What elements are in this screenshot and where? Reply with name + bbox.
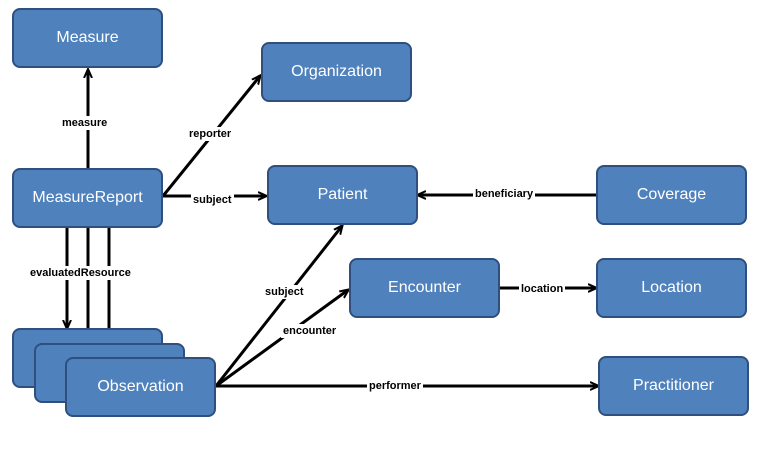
edge-label-evaluated-resource: evaluatedResource	[28, 266, 133, 280]
edge-label-beneficiary: beneficiary	[473, 187, 536, 201]
edge-label-location: location	[519, 282, 566, 296]
node-location[interactable]: Location	[596, 258, 747, 318]
edge-encounter-line	[215, 290, 348, 388]
node-organization[interactable]: Organization	[261, 42, 412, 102]
edge-label-subject-report: subject	[191, 193, 234, 207]
node-measure-report[interactable]: MeasureReport	[12, 168, 163, 228]
edge-label-performer: performer	[367, 379, 423, 393]
node-patient[interactable]: Patient	[267, 165, 418, 225]
edge-label-subject-observation: subject	[263, 285, 306, 299]
node-measure[interactable]: Measure	[12, 8, 163, 68]
edge-subject-observation-line	[214, 226, 342, 387]
edge-label-encounter: encounter	[281, 324, 339, 338]
node-practitioner[interactable]: Practitioner	[598, 356, 749, 416]
node-coverage[interactable]: Coverage	[596, 165, 747, 225]
node-observation[interactable]: Observation	[65, 357, 216, 417]
edge-label-reporter: reporter	[187, 127, 234, 141]
node-encounter[interactable]: Encounter	[349, 258, 500, 318]
edge-label-measure: measure	[60, 116, 110, 130]
